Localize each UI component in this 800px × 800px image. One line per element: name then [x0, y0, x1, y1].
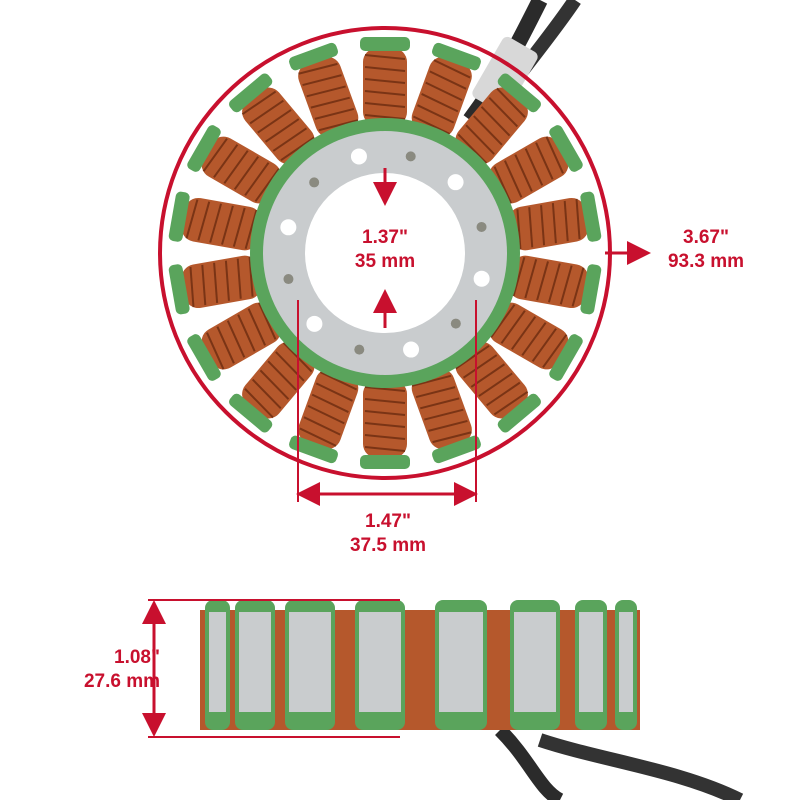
- stator-pole: [289, 42, 359, 138]
- bolt-hole: [309, 177, 320, 188]
- side-tooth: [510, 600, 560, 730]
- stator-pole: [489, 125, 583, 204]
- side-tooth: [235, 600, 275, 730]
- stator-top-view: [158, 26, 612, 480]
- stack-height-label: 1.08" 27.6 mm: [30, 646, 160, 694]
- stator-pole: [229, 73, 315, 165]
- center-bore: [305, 173, 465, 333]
- stator-pole: [455, 341, 541, 433]
- stator-pole: [411, 42, 481, 138]
- side-teeth: [205, 600, 637, 730]
- bolt-hole: [306, 315, 323, 332]
- bolt-hole: [447, 174, 464, 191]
- stator-side-view: [200, 600, 744, 800]
- side-tooth: [285, 600, 335, 730]
- stator-pole: [229, 341, 315, 433]
- stator-pole: [187, 125, 281, 204]
- stack-height-marker: [142, 599, 400, 738]
- side-tooth: [615, 600, 637, 730]
- inner-diameter-mm: 35 mm: [354, 251, 416, 272]
- stator-pole: [168, 191, 262, 251]
- outer-diameter-inches: 3.67": [683, 227, 729, 248]
- stator-pole: [489, 302, 583, 381]
- stator-pole: [508, 255, 602, 315]
- bolt-hole: [405, 151, 416, 162]
- stator-poles: [168, 37, 602, 469]
- stator-pole: [455, 73, 541, 165]
- side-tooth: [355, 600, 405, 730]
- bolt-hole: [403, 341, 420, 358]
- stator-pole: [411, 368, 481, 464]
- stator-pole: [168, 255, 262, 315]
- bolt-hole: [283, 274, 294, 285]
- bolt-hole: [350, 148, 367, 165]
- stator-pole: [289, 368, 359, 464]
- bolt-hole: [280, 219, 297, 236]
- stack-height-mm: 27.6 mm: [83, 671, 160, 692]
- bolt-hole: [354, 344, 365, 355]
- bolt-hole: [450, 318, 461, 329]
- side-tooth: [205, 600, 230, 730]
- outer-diameter-mm: 93.3 mm: [667, 251, 745, 272]
- bolt-spacing-inches: 1.47": [365, 511, 411, 532]
- inner-diameter-label: 1.37" 35 mm: [330, 226, 440, 274]
- stator-pole: [360, 380, 410, 469]
- stator-pole: [187, 302, 281, 381]
- stator-pole: [360, 37, 410, 126]
- side-tooth: [435, 600, 487, 730]
- bolt-spacing-marker: [296, 300, 478, 506]
- side-tooth: [575, 600, 607, 730]
- stack-height-inches: 1.08": [114, 647, 160, 668]
- bolt-spacing-label: 1.47" 37.5 mm: [318, 510, 458, 558]
- inner-diameter-inches: 1.37": [362, 227, 408, 248]
- outer-diameter-label: 3.67" 93.3 mm: [636, 226, 776, 274]
- bolt-spacing-mm: 37.5 mm: [349, 535, 427, 556]
- bolt-holes: [280, 148, 490, 358]
- stator-pole: [508, 191, 602, 251]
- bolt-hole: [476, 221, 487, 232]
- bolt-hole: [473, 270, 490, 287]
